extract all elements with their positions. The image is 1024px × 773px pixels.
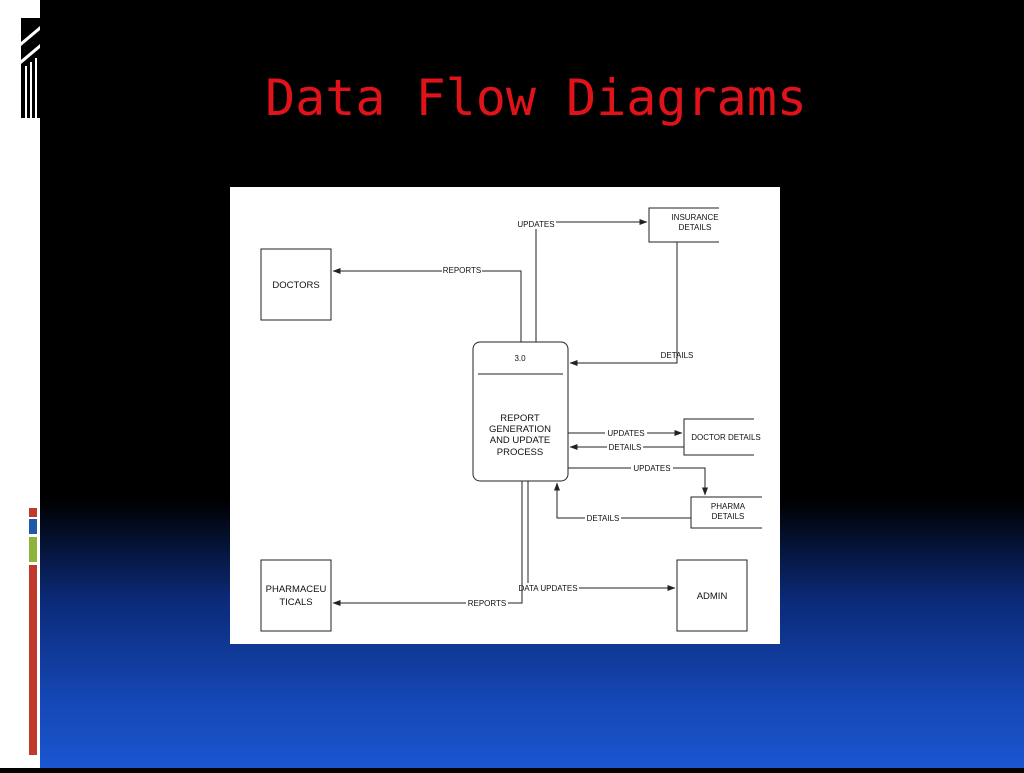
store-insurance-details: INSURANCE DETAILS — [648, 207, 719, 243]
entity-admin: ADMIN — [676, 559, 748, 632]
flow-details-insurance: DETAILS — [569, 242, 694, 366]
flow-details-doctor-label: DETAILS — [609, 443, 642, 452]
flow-updates-doctor-label: UPDATES — [607, 429, 644, 438]
slide-title: Data Flow Diagrams — [265, 69, 807, 127]
left-white-strip — [0, 0, 40, 768]
store-pharma-line1: PHARMA — [711, 502, 746, 511]
entity-pharmaceuticals-label-line2: TICALS — [279, 597, 312, 608]
entity-pharmaceuticals-label-line1: PHARMACEU — [266, 584, 327, 595]
flow-details-pharma-label: DETAILS — [587, 514, 620, 523]
process-name-line2: GENERATION — [489, 424, 551, 435]
flow-updates-insurance-label: UPDATES — [517, 220, 554, 229]
corner-logo-icon — [21, 18, 40, 118]
flow-data-updates-admin: DATA UPDATES — [517, 481, 676, 593]
process-3-0: 3.0 REPORT GENERATION AND UPDATE PROCESS — [472, 341, 569, 482]
flow-updates-doctor: UPDATES — [568, 428, 683, 438]
entity-doctors: DOCTORS — [260, 248, 332, 321]
deco-bar-blue — [29, 519, 37, 534]
flow-details-pharma: DETAILS — [554, 482, 691, 523]
flow-data-updates-admin-label: DATA UPDATES — [518, 584, 577, 593]
flow-updates-pharma: UPDATES — [568, 463, 708, 496]
diagram-canvas: DOCTORS PHARMACEU TICALS ADMIN 3.0 REPOR… — [260, 207, 762, 632]
flow-updates-insurance: UPDATES — [516, 219, 648, 342]
flow-reports-doctors: REPORTS — [332, 265, 522, 342]
store-doctor-details: DOCTOR DETAILS — [683, 418, 761, 456]
process-name-line1: REPORT — [500, 413, 540, 424]
store-pharma-details: PHARMA DETAILS — [690, 496, 762, 529]
flow-reports-doctors-label: REPORTS — [443, 266, 482, 275]
decorative-color-bars — [29, 508, 37, 755]
process-number: 3.0 — [514, 354, 526, 363]
flow-reports-pharmaceuticals-label: REPORTS — [468, 599, 507, 608]
deco-bar-red-small — [29, 508, 37, 517]
process-name-line4: PROCESS — [497, 447, 543, 458]
data-flow-diagram: DOCTORS PHARMACEU TICALS ADMIN 3.0 REPOR… — [230, 187, 780, 644]
store-pharma-line2: DETAILS — [712, 512, 745, 521]
entity-admin-label: ADMIN — [697, 591, 728, 602]
store-insurance-line1: INSURANCE — [671, 213, 718, 222]
deco-bar-red-long — [29, 565, 37, 755]
flow-reports-pharmaceuticals: REPORTS — [332, 481, 523, 608]
flow-details-insurance-label: DETAILS — [661, 351, 694, 360]
entity-pharmaceuticals: PHARMACEU TICALS — [260, 559, 332, 632]
store-doctor-details-label: DOCTOR DETAILS — [691, 433, 761, 442]
flow-updates-pharma-label: UPDATES — [633, 464, 670, 473]
process-name-line3: AND UPDATE — [490, 435, 551, 446]
entity-doctors-label: DOCTORS — [272, 280, 319, 291]
flow-details-doctor: DETAILS — [569, 442, 684, 452]
deco-bar-green — [29, 537, 37, 562]
store-insurance-line2: DETAILS — [679, 223, 712, 232]
